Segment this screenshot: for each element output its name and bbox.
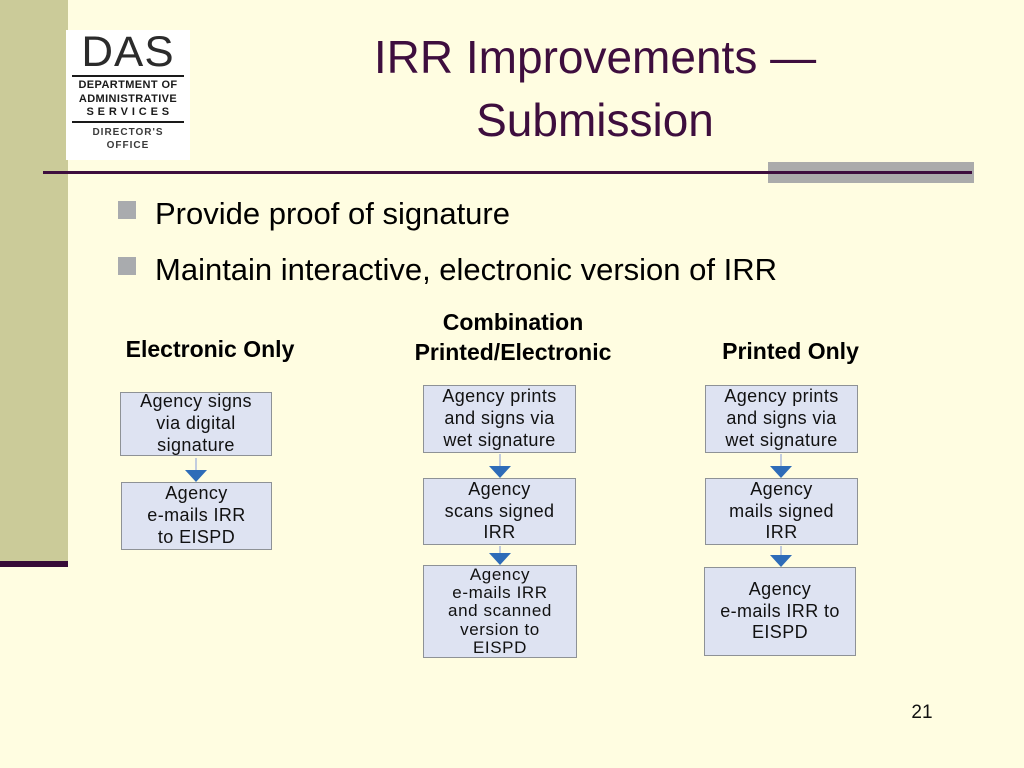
arrow-stem	[499, 546, 501, 555]
arrow-stem	[195, 458, 197, 472]
left-accent-bar	[0, 0, 68, 561]
flow-step-box: Agency signs via digital signature	[120, 391, 272, 456]
arrow-head	[185, 470, 207, 482]
arrow-head	[770, 466, 792, 478]
down-arrow-icon	[488, 546, 512, 565]
arrow-head	[489, 466, 511, 478]
logo-divider	[72, 74, 184, 77]
arrow-head	[489, 553, 511, 565]
flow-step-box: Agency prints and signs via wet signatur…	[705, 385, 858, 453]
down-arrow-icon	[769, 546, 793, 567]
bullet-item: Provide proof of signature	[118, 192, 988, 235]
arrow-stem	[499, 454, 501, 468]
down-arrow-icon	[488, 454, 512, 478]
logo-dept-line1: DEPARTMENT OF	[78, 78, 178, 91]
bullet-marker-icon	[118, 257, 136, 276]
flow-column-header-electronic: Electronic Only	[125, 336, 295, 362]
title-underline	[43, 171, 972, 174]
flow-step-box: Agency mails signed IRR	[705, 478, 858, 545]
flow-step-box: Agency e-mails IRR to EISPD	[121, 482, 272, 550]
bullet-text: Provide proof of signature	[155, 196, 510, 231]
das-logo: DAS DEPARTMENT OF ADMINISTRATIVE S E R V…	[66, 30, 190, 160]
slide-title: IRR Improvements — Submission	[373, 31, 817, 146]
down-arrow-icon	[769, 454, 793, 478]
bullet-text: Maintain interactive, electronic version…	[155, 252, 777, 288]
flow-step-box: Agency prints and signs via wet signatur…	[423, 385, 576, 453]
bullet-marker-icon	[118, 201, 136, 219]
left-accent-bar-cap	[0, 561, 68, 567]
logo-acronym: DAS	[81, 30, 175, 76]
page-number: 21	[911, 702, 933, 723]
logo-divider	[72, 121, 184, 124]
arrow-stem	[780, 546, 782, 557]
logo-dept-line2: ADMINISTRATIVE	[78, 92, 178, 105]
logo-office-line1: DIRECTOR'S	[92, 127, 164, 139]
flow-step-box: Agency scans signed IRR	[423, 478, 576, 545]
flow-step-box: Agency e-mails IRR and scanned version t…	[423, 565, 577, 658]
flow-step-box: Agency e-mails IRR to EISPD	[704, 567, 856, 656]
arrow-head	[770, 555, 792, 567]
logo-office-line2: OFFICE	[106, 140, 150, 152]
arrow-stem	[780, 454, 782, 468]
bullet-item: Maintain interactive, electronic version…	[118, 248, 988, 291]
flow-column-header-combination: Combination Printed/Electronic	[414, 309, 612, 366]
logo-dept-line3: S E R V I C E S	[86, 106, 170, 119]
bullet-list: Provide proof of signature Maintain inte…	[118, 192, 988, 305]
down-arrow-icon	[184, 458, 208, 482]
flow-column-header-printed: Printed Only	[722, 338, 859, 364]
